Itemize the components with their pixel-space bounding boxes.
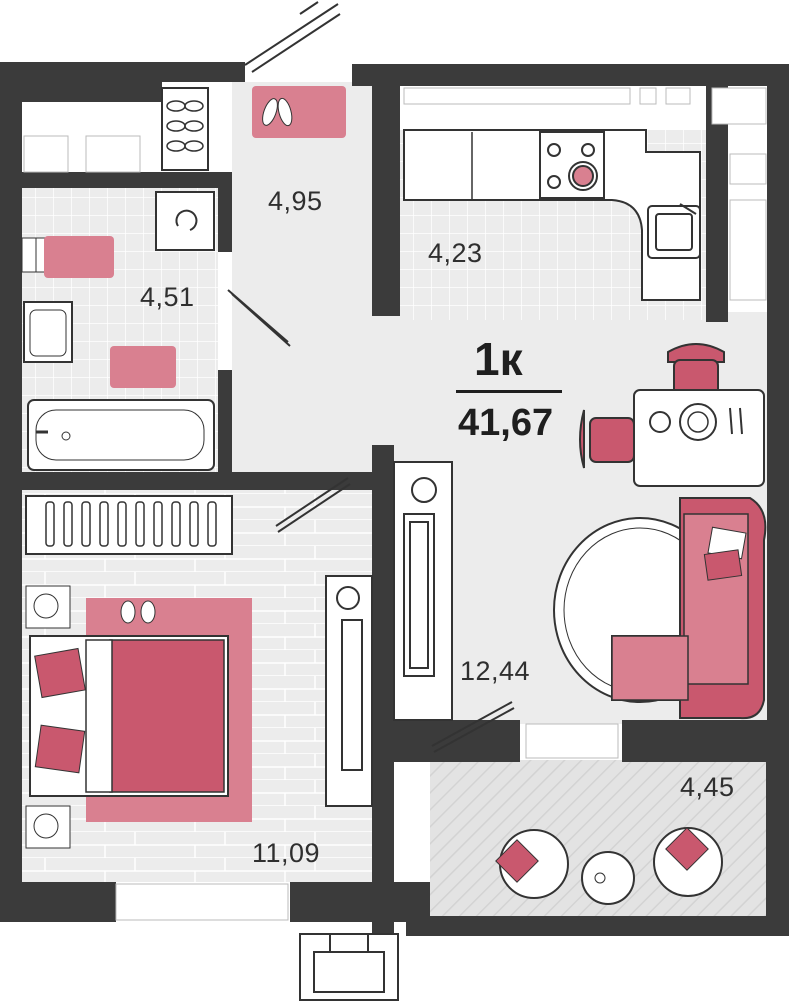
doors-inner xyxy=(275,477,515,753)
entry-door xyxy=(244,1,341,73)
bedroom-area-label: 11,09 xyxy=(252,838,321,868)
living-furniture xyxy=(553,497,767,720)
tv-wall xyxy=(325,461,453,807)
door-mat xyxy=(252,86,346,138)
bathroom-door xyxy=(227,289,291,347)
bedroom-furniture xyxy=(25,495,252,849)
balcony-area-label: 4,45 xyxy=(680,772,735,802)
living-room-area-label: 12,44 xyxy=(460,656,531,686)
kitchen-counter xyxy=(403,129,701,301)
total-area: 41,67 xyxy=(458,402,554,444)
balcony-furniture xyxy=(495,827,723,905)
bottom-fixture xyxy=(299,933,399,1001)
divider-line xyxy=(456,390,562,393)
hallway-floor xyxy=(232,82,378,482)
hallway-area-label: 4,95 xyxy=(268,186,323,216)
wall-windows xyxy=(23,87,767,921)
shoe-rack xyxy=(161,87,209,171)
apartment-type: 1к xyxy=(474,333,523,385)
bathroom-area-label: 4,51 xyxy=(140,282,195,312)
dining-set xyxy=(579,343,765,487)
kitchen-area-label: 4,23 xyxy=(428,238,483,268)
walls xyxy=(0,62,789,945)
bathroom-fixtures xyxy=(21,191,215,471)
